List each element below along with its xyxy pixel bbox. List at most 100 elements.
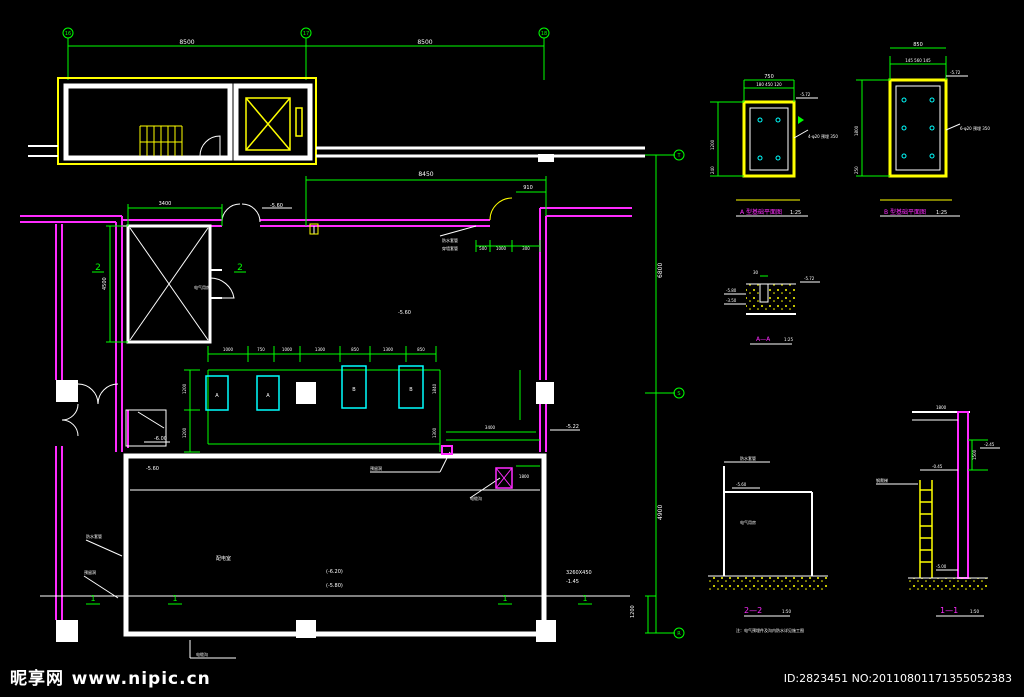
column: [56, 380, 78, 402]
dim-lower-run: 3400: [485, 425, 496, 430]
room-dimensions: [106, 176, 649, 633]
dim-right-total: 6800: [657, 263, 664, 278]
detail-11-scale: 1:50: [970, 609, 979, 614]
detail-b-title: B 型基础平面图: [884, 208, 926, 216]
note-text: 预留洞: [84, 569, 96, 575]
trench-opening: [125, 409, 167, 447]
grid-bubble-18: [538, 27, 550, 39]
dim-right-base: 1200: [630, 605, 636, 618]
doors: [61, 203, 261, 437]
note-text: 防水套管: [86, 533, 102, 539]
dim-room-width: 3400: [159, 201, 172, 207]
dim-upper-run: 8450: [418, 171, 433, 178]
dim-right-lower: 4900: [657, 505, 664, 520]
section-mark: 1: [582, 594, 587, 603]
elevation-mark: -5.22: [566, 424, 579, 430]
cabinet-label: B: [409, 387, 413, 393]
dim-top-b: 8500: [417, 39, 432, 46]
elevation-mark: -5.72: [950, 70, 961, 75]
section-mark: 1: [502, 594, 507, 603]
dim-lower-small: 1800: [519, 474, 530, 479]
elevator-shaft: [245, 97, 303, 151]
dim-segment-a: 500: [479, 246, 487, 251]
detail-11-top: 1800: [936, 405, 947, 410]
dim-vert-2: 1200: [182, 427, 187, 438]
right-dimension-line: [645, 154, 675, 634]
note-text: 钢爬梯: [876, 477, 888, 483]
elevation-mark: -5.00: [936, 564, 947, 569]
detail-22-section: [708, 461, 828, 617]
grid-label-R: R: [677, 631, 681, 637]
detail-a-scale: 1:25: [790, 210, 801, 216]
detail-11-dim: 1500: [972, 449, 977, 460]
detail-b-scale: 1:25: [936, 210, 947, 216]
dim-row-6: 1300: [383, 347, 394, 352]
elevation-mark: -5.60: [398, 310, 411, 316]
detail-b-parts: 145 560 145: [905, 58, 931, 63]
elevation-mark: (-5.80): [326, 583, 343, 589]
detail-aa-title: A—A: [756, 336, 771, 343]
elevation-mark: -5.60: [736, 482, 747, 487]
dim-segment-b: 1000: [496, 246, 507, 251]
grid-bubble-16: [62, 27, 74, 39]
section-ref-left: 2: [95, 263, 101, 273]
dim-row-3: 1000: [282, 347, 293, 352]
grid-bubble-R: [673, 627, 685, 639]
section-mark: 1: [90, 594, 95, 603]
cabinet-label: A: [215, 393, 219, 399]
watermark-site: www.nipic.cn: [71, 669, 211, 689]
plan-walls: [20, 207, 632, 620]
cabinets: [205, 365, 424, 411]
leader-line: [137, 411, 165, 429]
note-text: 防水套管: [442, 237, 458, 243]
dim-vert-1: 1200: [182, 383, 187, 394]
detail-b-base: [856, 47, 968, 217]
door-swing: [199, 135, 221, 157]
dim-row-5: 850: [351, 347, 359, 352]
upper-building: [28, 77, 645, 165]
grid-label-T: T: [676, 153, 681, 159]
watermark-id: ID:2823451 NO:20110801171355052383: [783, 672, 1012, 685]
stair: [139, 125, 183, 156]
opening-size: 3260X450: [566, 570, 592, 576]
elevation-mark: -5.60: [146, 466, 159, 472]
elevation-mark: -0.45: [932, 464, 943, 469]
detail-b-h2: 250: [854, 166, 859, 174]
grid-bubble-T: [673, 149, 685, 161]
detail-11-title: 1—1: [940, 606, 958, 615]
dim-row-7: 850: [417, 347, 425, 352]
section-mark: 1: [172, 594, 177, 603]
detail-footnote: 注：电气预埋件及沟内防水详见施工图: [736, 627, 804, 633]
dim-row-4: 1300: [315, 347, 326, 352]
detail-a-width: 750: [764, 74, 774, 80]
note-text: 配电室: [216, 555, 231, 562]
elevation-mark: -5.60: [270, 203, 283, 209]
detail-22-title: 2—2: [744, 606, 762, 615]
top-dimension-line: [67, 38, 545, 80]
grid-label-16: 16: [65, 31, 71, 37]
elevation-mark: -1.45: [566, 579, 579, 585]
detail-aa-scale: 1:25: [784, 337, 793, 342]
elevation-mark: -5.80: [726, 288, 737, 293]
detail-a-parts: 180 450 120: [756, 82, 782, 87]
detail-b-width: 850: [913, 42, 923, 48]
door-swing: [489, 197, 513, 221]
grid-bubble-17: [300, 27, 312, 39]
elevation-mark: -5.72: [800, 92, 811, 97]
grid-label-17: 17: [303, 31, 309, 37]
note-text: 电气用房: [740, 519, 756, 525]
section-marker: [40, 595, 630, 605]
elevation-mark: -3.50: [726, 298, 737, 303]
note-text: 电缆沟: [470, 495, 482, 501]
column: [536, 382, 554, 404]
detail-b-note: 6-φ20 预埋 350: [960, 125, 990, 131]
watermark-brand: 昵享网: [10, 669, 64, 689]
dim-door-offset: 910: [523, 185, 533, 191]
watermark-logo: 昵享网 www.nipic.cn: [10, 664, 211, 689]
note-leaders: [83, 539, 236, 659]
dim-top-a: 8500: [179, 39, 194, 46]
grid-label-S: S: [677, 391, 680, 397]
elevation-mark: -5.72: [804, 276, 815, 281]
note-text: 预留洞: [370, 465, 382, 471]
